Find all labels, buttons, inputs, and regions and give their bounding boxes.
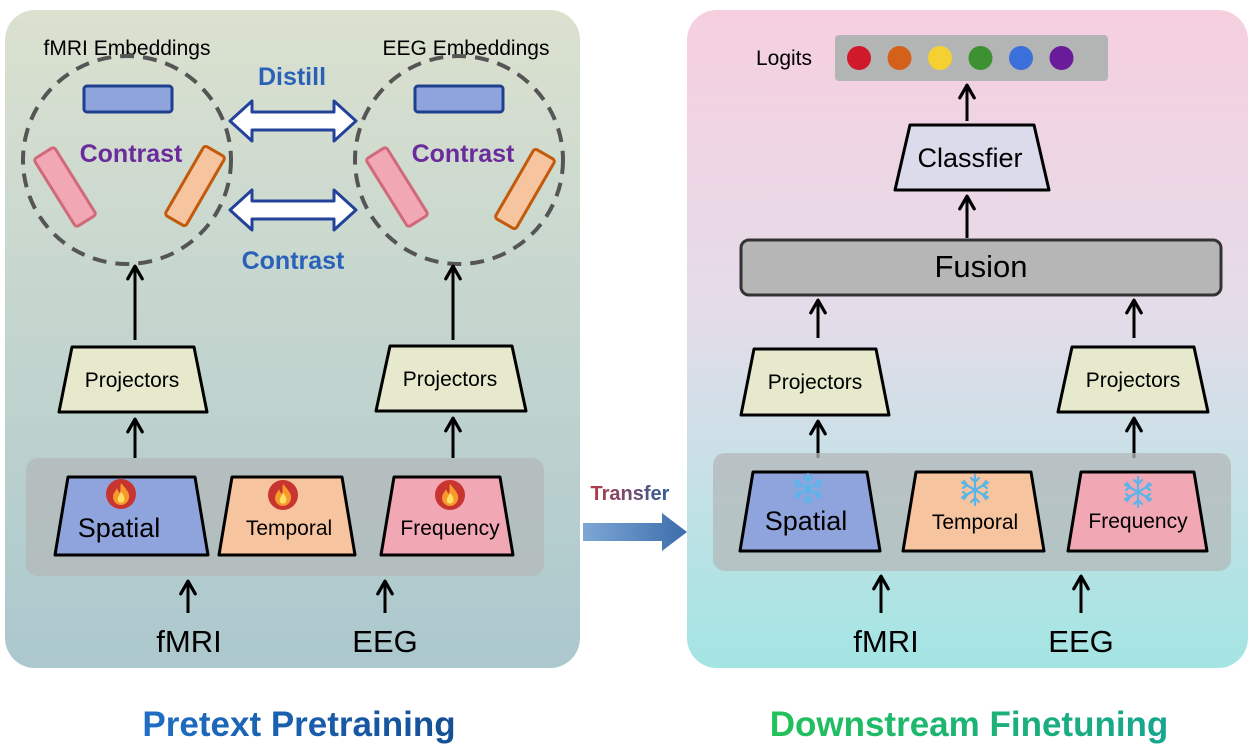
svg-text:Projectors: Projectors	[768, 371, 863, 394]
svg-text:Projectors: Projectors	[85, 369, 180, 392]
encoder-temporal-finetune: Temporal	[901, 470, 1046, 553]
svg-text:Projectors: Projectors	[403, 368, 498, 391]
encoder-spatial-pretrain: Spatial	[53, 475, 210, 557]
contrast-double-arrow	[228, 188, 358, 232]
svg-text:Frequency: Frequency	[1088, 510, 1188, 533]
svg-text:Temporal: Temporal	[246, 517, 332, 540]
projector-eeg-finetune: Projectors	[1056, 345, 1210, 414]
projector-fmri-finetune: Projectors	[739, 347, 891, 417]
svg-text:Temporal: Temporal	[932, 511, 1018, 534]
fusion-block: Fusion	[739, 238, 1223, 297]
logit-dot	[887, 46, 912, 70]
svg-text:Spatial: Spatial	[765, 506, 848, 536]
encoder-frequency-finetune: Frequency	[1066, 470, 1209, 553]
input-fmri-finetune: fMRI	[853, 624, 918, 659]
finetuning-panel: Logits Classfier Fusion Projectors Proje…	[687, 10, 1248, 668]
logit-dot	[847, 46, 871, 70]
contrast-label-fmri: Contrast	[80, 140, 183, 168]
projector-fmri-pretrain: Projectors	[57, 345, 209, 414]
logits-label: Logits	[756, 47, 812, 70]
logit-dots	[847, 46, 1074, 70]
fmri-embedding-space: Contrast	[21, 54, 233, 266]
encoder-temporal-pretrain: Temporal	[217, 475, 357, 557]
contrast-label-eeg: Contrast	[412, 140, 515, 168]
logit-dot	[1049, 46, 1074, 70]
transfer-arrow	[583, 513, 687, 551]
fmri-embeddings-label: fMRI Embeddings	[44, 37, 211, 60]
fire-icon	[435, 480, 465, 510]
encoder-spatial-finetune: Spatial	[738, 470, 882, 553]
finetuning-title: Downstream Finetuning	[770, 705, 1169, 744]
svg-text:Classfier: Classfier	[917, 143, 1022, 173]
pretraining-panel: fMRI Embeddings EEG Embeddings Contrast …	[5, 10, 580, 668]
fire-icon	[106, 479, 136, 509]
fire-icon	[268, 480, 298, 510]
input-eeg-finetune: EEG	[1048, 624, 1113, 659]
logit-dot	[968, 46, 993, 70]
svg-text:Projectors: Projectors	[1086, 369, 1181, 392]
distill-double-arrow	[228, 99, 358, 143]
logit-dot	[1009, 46, 1033, 70]
projector-eeg-pretrain: Projectors	[374, 344, 528, 413]
eeg-embeddings-label: EEG Embeddings	[383, 37, 550, 60]
distill-label: Distill	[258, 63, 326, 91]
encoder-frequency-pretrain: Frequency	[379, 475, 515, 557]
svg-text:Spatial: Spatial	[78, 513, 161, 543]
svg-text:Frequency: Frequency	[400, 517, 500, 540]
svg-text:Fusion: Fusion	[934, 249, 1027, 284]
input-fmri-pretrain: fMRI	[156, 624, 221, 659]
contrast-between-label: Contrast	[242, 247, 345, 275]
input-eeg-pretrain: EEG	[352, 624, 417, 659]
transfer-label: Transfer	[591, 483, 670, 505]
logit-dot	[928, 46, 952, 70]
pretraining-title: Pretext Pretraining	[142, 705, 455, 744]
classifier-block: Classfier	[893, 123, 1051, 192]
eeg-embedding-space: Contrast	[353, 54, 565, 266]
